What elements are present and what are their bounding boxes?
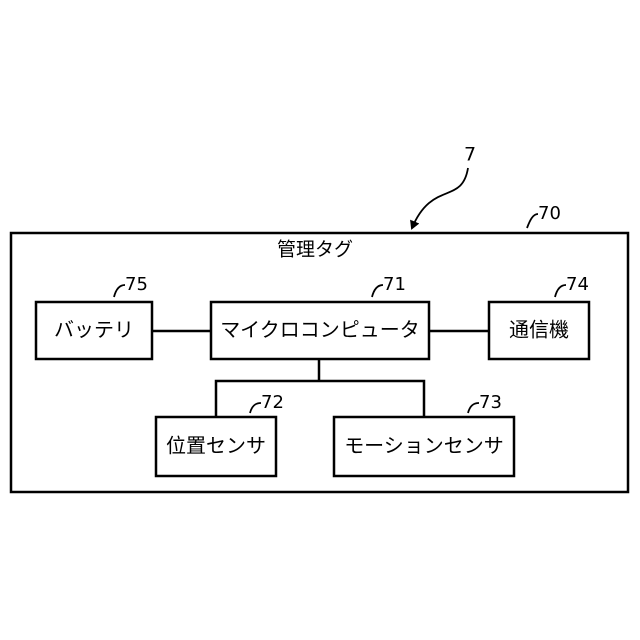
battery-label: バッテリ — [54, 318, 134, 342]
motion-sensor-label: モーションセンサ — [344, 434, 504, 458]
figure-ref-arrow — [412, 168, 468, 228]
figure-ref-label: 7 — [464, 144, 476, 166]
position-sensor-ref: 72 — [261, 392, 284, 413]
microcomputer-label: マイクロコンピュータ — [220, 318, 420, 342]
communication-device-ref: 74 — [566, 274, 589, 295]
motion-sensor-ref: 73 — [479, 392, 502, 413]
position-sensor-label: 位置センサ — [166, 434, 266, 458]
communication-device-label: 通信機 — [509, 318, 569, 342]
management-tag-label: 管理タグ — [277, 239, 353, 261]
battery-ref: 75 — [125, 274, 148, 295]
microcomputer-ref: 71 — [383, 274, 406, 295]
management-tag-ref-leader — [527, 214, 538, 228]
management-tag-ref: 70 — [538, 203, 561, 224]
